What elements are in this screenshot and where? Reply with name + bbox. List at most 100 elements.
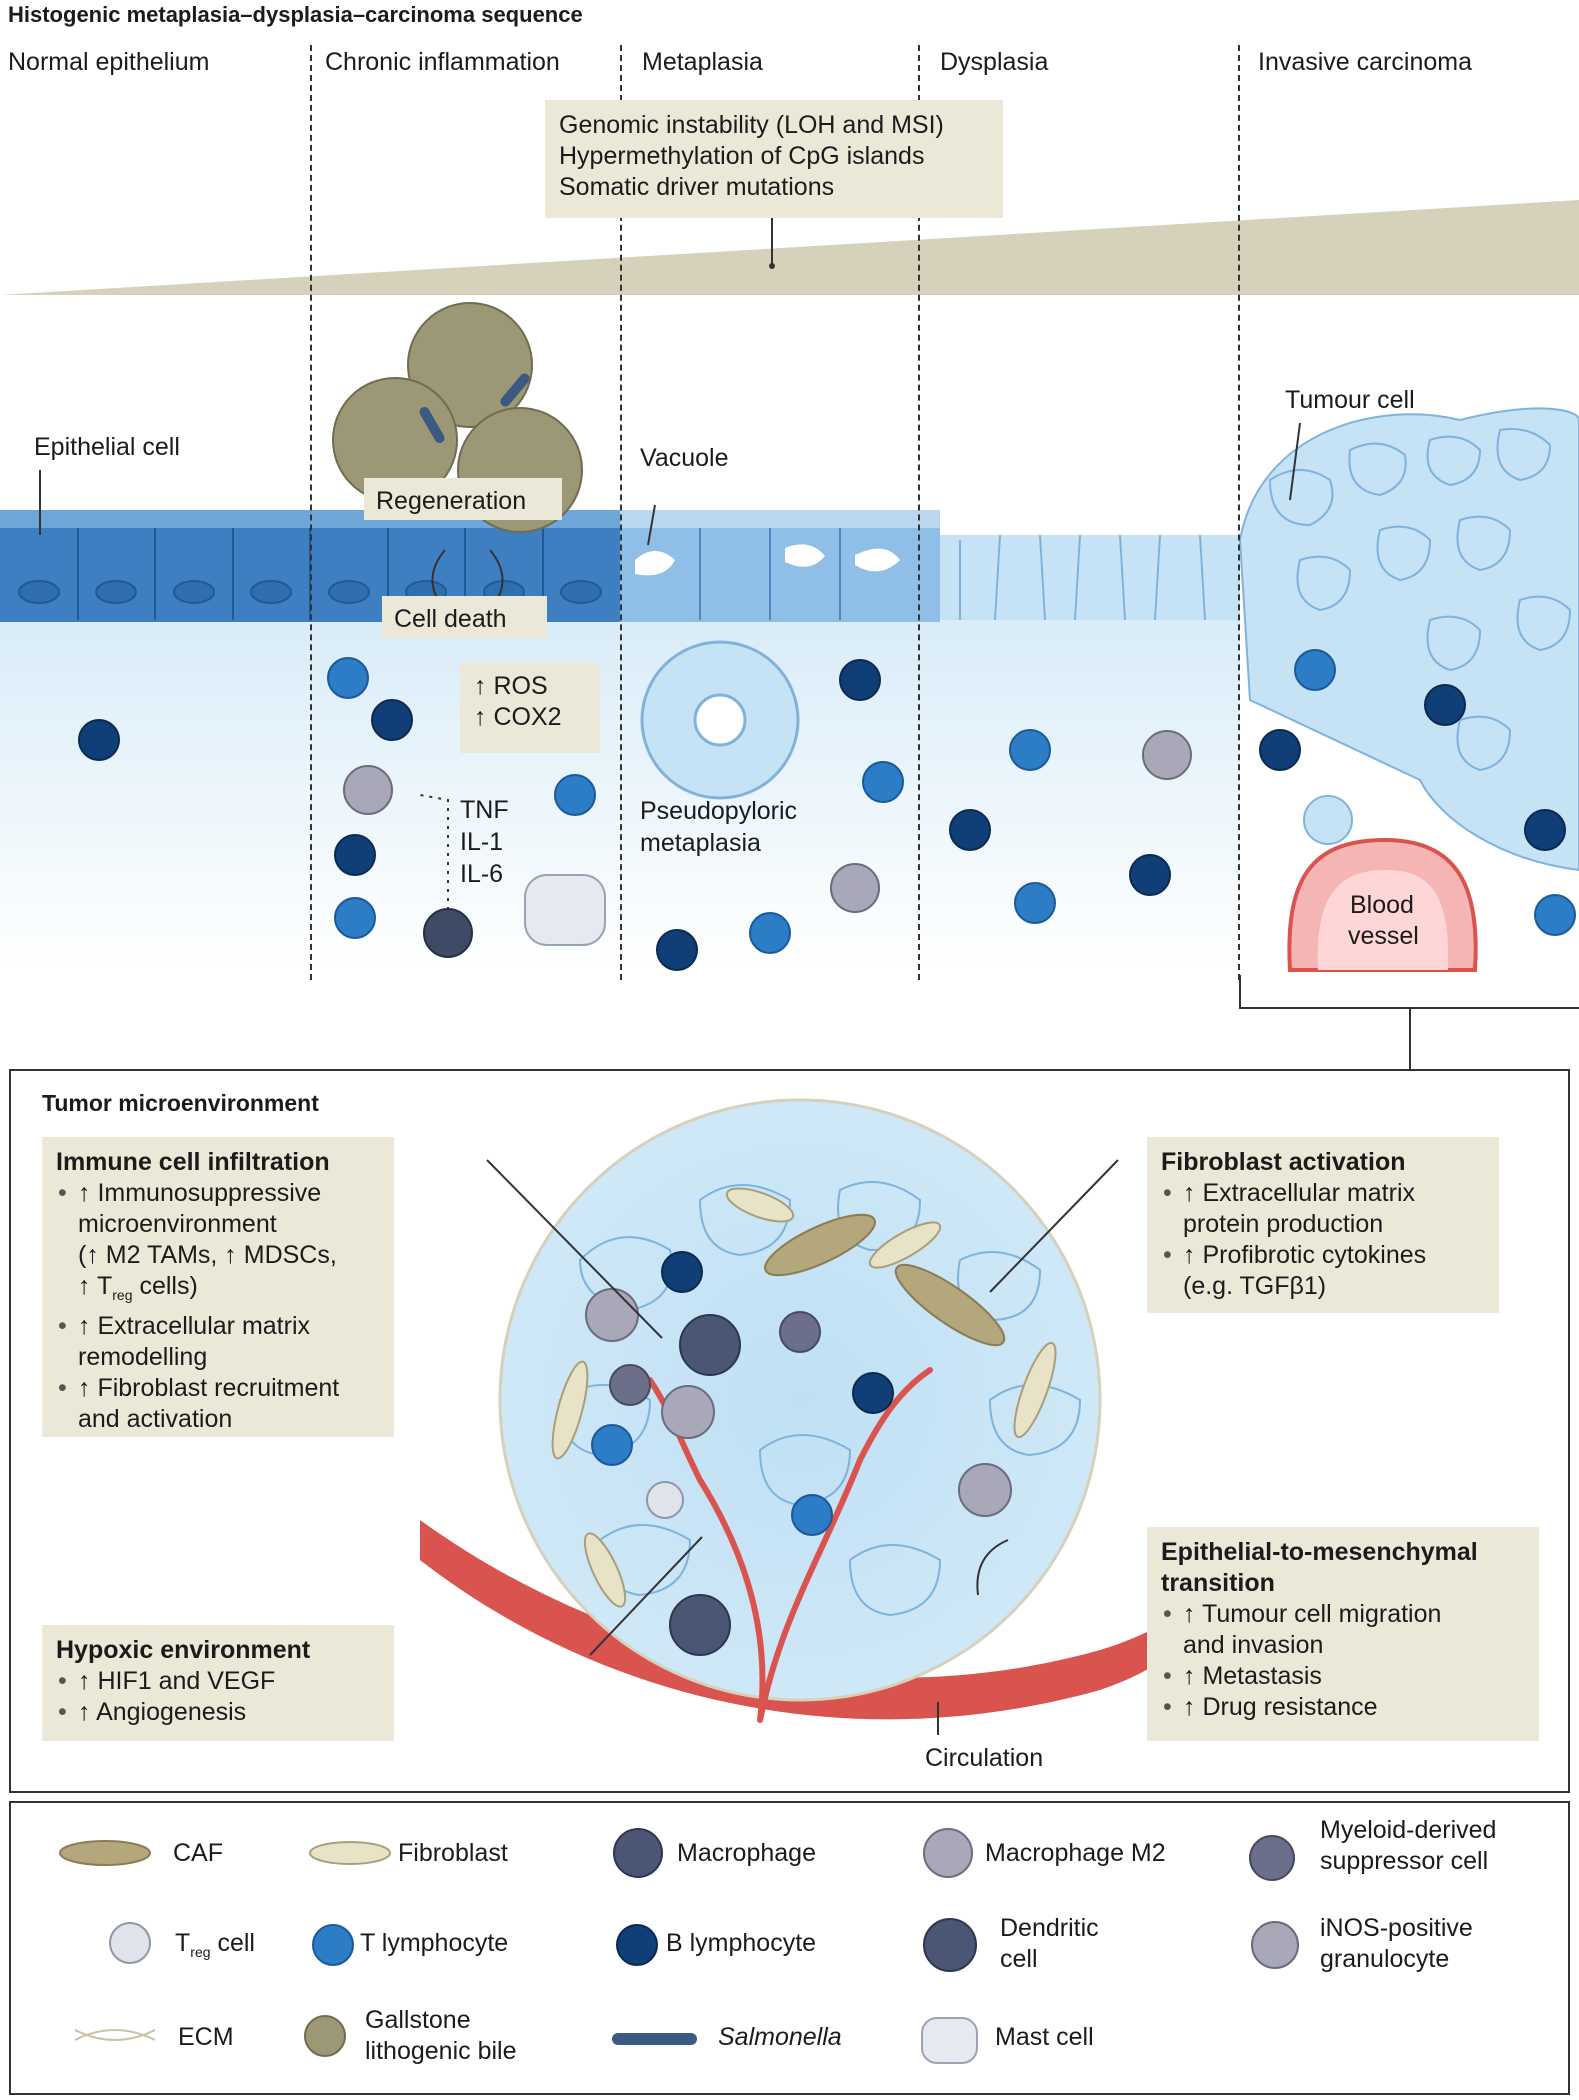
legend-mdsc-line: Myeloid-derived xyxy=(1320,1816,1497,1844)
immune-line: ↑ Immunosuppressive xyxy=(78,1179,322,1207)
il6-label: IL-6 xyxy=(460,860,504,888)
macrophage-m2-icon xyxy=(923,1828,973,1878)
progression-wedge xyxy=(0,200,1579,295)
salmonella-legend-icon xyxy=(612,2033,697,2045)
genomic-line: Hypermethylation of CpG islands xyxy=(559,142,925,170)
immune-line: and activation xyxy=(78,1405,233,1433)
legend-icons xyxy=(59,1828,1299,2064)
pseudopyloric-label: Pseudopyloric xyxy=(640,797,798,825)
legend-gallstone-line: Gallstone xyxy=(365,2006,471,2034)
genomic-box: Genomic instability (LOH and MSI) Hyperm… xyxy=(545,100,1003,218)
stage-carcinoma: Invasive carcinoma xyxy=(1258,48,1472,76)
tumour-sphere xyxy=(498,1098,1102,1723)
regeneration-label: Regeneration xyxy=(364,478,562,520)
legend-border xyxy=(9,1801,1570,2095)
gallstone-icon xyxy=(304,2015,346,2057)
il1-label: IL-1 xyxy=(460,828,504,856)
b-lymphocyte xyxy=(78,659,1566,971)
hypoxic-line: ↑ Angiogenesis xyxy=(56,1697,380,1728)
legend-dendritic-line: cell xyxy=(1000,1945,1038,1973)
cell-death-label: Cell death xyxy=(382,596,547,638)
legend-mast-cell: Mast cell xyxy=(995,2023,1094,2051)
legend-macrophage: Macrophage xyxy=(677,1839,816,1867)
t-lymphocyte-icon xyxy=(312,1924,354,1966)
salmonella-icon xyxy=(419,373,530,443)
immune-line: microenvironment xyxy=(78,1210,277,1238)
dendritic-cell-icon xyxy=(923,1918,977,1972)
immune-line: cells) xyxy=(132,1272,198,1300)
cytokine-arrow xyxy=(419,794,449,910)
legend-caf: CAF xyxy=(173,1839,223,1867)
immune-line: ↑ T xyxy=(78,1272,113,1300)
caf xyxy=(764,1213,1006,1347)
immune-line: ↑ Fibroblast recruitment xyxy=(78,1374,340,1402)
legend-gallstone: Gallstone lithogenic bile xyxy=(365,2005,517,2067)
emt-line: ↑ Metastasis xyxy=(1161,1661,1525,1692)
legend-dendritic-line: Dendritic xyxy=(1000,1914,1099,1942)
dendritic-cell xyxy=(669,1314,741,1656)
fibroblast-line: ↑ Profibrotic cytokines xyxy=(1183,1241,1427,1269)
circulation-label: Circulation xyxy=(925,1744,1044,1772)
emt-box: Epithelial-to-mesenchymal transition ↑ T… xyxy=(1147,1527,1539,1741)
fibroblast-line: ↑ Extracellular matrix xyxy=(1183,1179,1415,1207)
caf-icon xyxy=(59,1840,151,1866)
genomic-line: Somatic driver mutations xyxy=(559,173,835,201)
epithelial-cell-label: Epithelial cell xyxy=(34,433,180,461)
legend-treg-sub: reg xyxy=(190,1944,211,1960)
stage-inflammation: Chronic inflammation xyxy=(325,48,560,76)
legend-inos: iNOS-positive granulocyte xyxy=(1320,1913,1473,1975)
angiogenic-vessels xyxy=(647,1367,933,1723)
figure-title: Histogenic metaplasia–dysplasia–carcinom… xyxy=(8,2,583,27)
macrophage-m2 xyxy=(343,730,1192,913)
ecm-icon xyxy=(74,2029,156,2041)
blood-vessel xyxy=(1287,837,1478,972)
divider xyxy=(620,45,622,980)
metaplasia-label: metaplasia xyxy=(640,829,761,857)
dysplasia-epithelium xyxy=(940,534,1240,621)
ros-label: ↑ ROS xyxy=(474,672,548,700)
myeloid-derived-suppressor-cell xyxy=(609,1311,821,1406)
hypoxic-box: Hypoxic environment ↑ HIF1 and VEGF ↑ An… xyxy=(42,1625,394,1741)
divider xyxy=(918,45,920,980)
legend-macrophage-m2: Macrophage M2 xyxy=(985,1839,1166,1867)
fibroblast-line: protein production xyxy=(1183,1210,1384,1238)
emt-line: ↑ Tumour cell migration xyxy=(1183,1600,1442,1628)
t-lymphocyte xyxy=(327,649,1576,954)
inos-granulocyte-icon xyxy=(1251,1921,1299,1969)
vacuole-label: Vacuole xyxy=(640,444,729,472)
emt-line: and invasion xyxy=(1183,1631,1324,1659)
tumour-cell-label: Tumour cell xyxy=(1285,386,1415,414)
divider xyxy=(1238,45,1240,980)
legend-mdsc: Myeloid-derived suppressor cell xyxy=(1320,1815,1496,1877)
macrophage-m2 xyxy=(585,1288,1012,1517)
mast-cell xyxy=(524,874,606,946)
immune-line: ↑ Extracellular matrix xyxy=(78,1312,310,1340)
legend-ecm: ECM xyxy=(178,2023,234,2051)
immune-heading: Immune cell infiltration xyxy=(56,1148,330,1176)
legend-salmonella: Salmonella xyxy=(718,2023,842,2051)
immune-line-sub: reg xyxy=(112,1287,133,1303)
legend-t-lymphocyte: T lymphocyte xyxy=(360,1929,509,1957)
vessel-label: vessel xyxy=(1348,922,1419,950)
legend-b-lymphocyte: B lymphocyte xyxy=(666,1929,817,1957)
stage-normal: Normal epithelium xyxy=(8,48,210,76)
t-lymphocyte xyxy=(591,1424,833,1536)
legend-treg-t: T xyxy=(175,1929,191,1957)
stage-metaplasia: Metaplasia xyxy=(642,48,763,76)
fibroblast-line: (e.g. TGFβ1) xyxy=(1183,1272,1327,1300)
carcinoma-bracket xyxy=(1239,975,1579,1009)
callout-lines xyxy=(486,1159,1119,1735)
legend-gallstone-line: lithogenic bile xyxy=(365,2037,517,2065)
immune-line: (↑ M2 TAMs, ↑ MDSCs, xyxy=(78,1241,337,1269)
fibroblast-box: Fibroblast activation ↑ Extracellular ma… xyxy=(1147,1137,1499,1313)
circulation-vessel xyxy=(420,1520,1270,1720)
stage-dysplasia: Dysplasia xyxy=(940,48,1049,76)
legend-inos-line: granulocyte xyxy=(1320,1945,1450,1973)
emt-line: ↑ Drug resistance xyxy=(1161,1692,1525,1723)
tumour-mass xyxy=(1238,407,1579,872)
emt-heading: transition xyxy=(1161,1569,1275,1597)
emt-heading: Epithelial-to-mesenchymal xyxy=(1161,1538,1478,1566)
immune-line: remodelling xyxy=(78,1343,208,1371)
ros-cox2-box: ↑ ROS ↑ COX2 xyxy=(460,663,600,753)
